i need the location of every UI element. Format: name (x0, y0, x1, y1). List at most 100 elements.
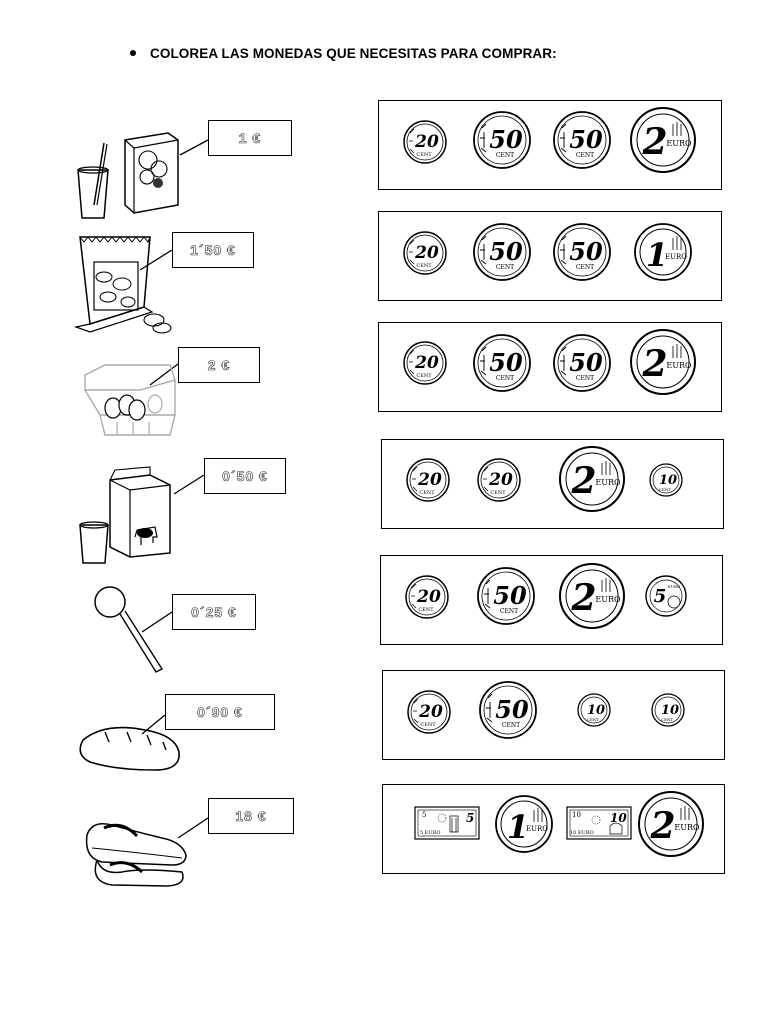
price-box-row-4: 0´50 € (204, 458, 286, 494)
price-box-row-7: 18 € (208, 798, 294, 834)
bread-loaf-picture (79, 726, 180, 771)
svg-text:10: 10 (661, 703, 679, 718)
svg-text:EURO: EURO (666, 361, 692, 370)
svg-text:50: 50 (489, 348, 523, 377)
svg-text:CENT: CENT (496, 375, 514, 382)
svg-text:10: 10 (587, 703, 605, 718)
coin-10-cent[interactable]: 10 CENT (648, 462, 684, 498)
lollipop-picture (94, 586, 164, 673)
price-box-row-5: 0´25 € (172, 594, 256, 630)
svg-text:EURO: EURO (668, 584, 681, 589)
chips-bag-picture (73, 236, 172, 334)
coin-10-cent[interactable]: 10 CENT (650, 692, 686, 728)
svg-text:50: 50 (569, 125, 603, 154)
coin-2-euro[interactable]: 2 EURO (558, 562, 626, 630)
coin-50-cent[interactable]: 50 CENT (552, 222, 612, 282)
svg-text:1: 1 (646, 236, 668, 274)
svg-text:2: 2 (649, 805, 675, 847)
svg-text:5 EURO: 5 EURO (420, 830, 441, 836)
svg-text:2: 2 (641, 121, 667, 163)
coin-2-euro[interactable]: 2 EURO (637, 790, 705, 858)
coin-20-cent[interactable]: 20 CENT (476, 457, 522, 503)
svg-text:CENT: CENT (576, 264, 594, 271)
shoes-picture (85, 823, 187, 887)
svg-text:50: 50 (489, 125, 523, 154)
svg-text:20: 20 (416, 587, 441, 607)
milk-carton-and-glass-picture (79, 466, 171, 564)
svg-text:CENT: CENT (661, 717, 673, 722)
price-box-row-3: 2 € (178, 347, 260, 383)
coin-50-cent[interactable]: 50 CENT (552, 110, 612, 170)
svg-text:EURO: EURO (595, 595, 621, 604)
svg-text:CENT: CENT (419, 490, 435, 496)
coin-2-euro[interactable]: 2 EURO (629, 328, 697, 396)
banknote-5-euro[interactable]: 5 5 5 EURO (414, 806, 480, 840)
juice-box-and-glass-picture (77, 132, 179, 219)
svg-text:20: 20 (414, 132, 439, 152)
svg-text:2: 2 (641, 343, 667, 385)
svg-text:50: 50 (489, 237, 523, 266)
coin-50-cent[interactable]: 50 CENT (478, 680, 538, 740)
svg-text:EURO: EURO (595, 478, 621, 487)
coin-1-euro[interactable]: 1 EURO (494, 794, 554, 854)
egg-carton-picture (84, 364, 176, 436)
svg-text:CENT: CENT (496, 152, 514, 159)
svg-text:CENT: CENT (420, 722, 436, 728)
coin-10-cent[interactable]: 10 CENT (576, 692, 612, 728)
svg-text:20: 20 (418, 702, 443, 722)
banknote-10-euro[interactable]: 10 10 10 EURO (566, 806, 632, 840)
svg-text:20: 20 (417, 470, 442, 490)
svg-text:10: 10 (610, 811, 627, 825)
svg-text:EURO: EURO (666, 139, 692, 148)
svg-text:5: 5 (422, 811, 426, 819)
coin-20-cent[interactable]: 20 CENT (405, 457, 451, 503)
svg-text:CENT: CENT (576, 375, 594, 382)
svg-text:20: 20 (488, 470, 513, 490)
coin-50-cent[interactable]: 50 CENT (552, 333, 612, 393)
svg-text:10: 10 (659, 473, 677, 488)
bullet-icon (130, 50, 136, 57)
price-box-row-6: 0´90 € (165, 694, 275, 730)
price-box-row-2: 1´50 € (172, 232, 254, 268)
svg-text:CENT: CENT (416, 373, 432, 379)
coin-5-cent[interactable]: 5 EURO (644, 574, 688, 618)
svg-text:50: 50 (569, 237, 603, 266)
svg-text:10 EURO: 10 EURO (570, 830, 594, 836)
coin-2-euro[interactable]: 2 EURO (629, 106, 697, 174)
instruction-heading: COLOREA LAS MONEDAS QUE NECESITAS PARA C… (130, 46, 557, 61)
svg-text:2: 2 (570, 577, 596, 619)
svg-text:CENT: CENT (416, 263, 432, 269)
svg-text:EURO: EURO (665, 253, 687, 261)
svg-text:CENT: CENT (418, 607, 434, 613)
instruction-text: COLOREA LAS MONEDAS QUE NECESITAS PARA C… (150, 46, 557, 61)
coin-50-cent[interactable]: 50 CENT (476, 566, 536, 626)
coin-20-cent[interactable]: 20 CENT (406, 689, 452, 735)
svg-text:CENT: CENT (500, 608, 518, 615)
svg-text:2: 2 (570, 460, 596, 502)
svg-text:EURO: EURO (526, 825, 548, 833)
coin-50-cent[interactable]: 50 CENT (472, 110, 532, 170)
svg-text:EURO: EURO (674, 823, 700, 832)
coin-20-cent[interactable]: 20 CENT (404, 574, 450, 620)
svg-text:CENT: CENT (587, 717, 599, 722)
svg-text:5: 5 (466, 811, 474, 825)
coin-1-euro[interactable]: 1 EURO (633, 222, 693, 282)
svg-text:50: 50 (495, 695, 529, 724)
svg-text:CENT: CENT (659, 487, 671, 492)
svg-text:CENT: CENT (576, 152, 594, 159)
price-box-row-1: 1 € (208, 120, 292, 156)
svg-text:20: 20 (414, 353, 439, 373)
cent-label: CENT (416, 152, 432, 158)
coin-20-cent[interactable]: 20 CENT (402, 230, 448, 276)
svg-text:CENT: CENT (496, 264, 514, 271)
svg-text:1: 1 (507, 808, 529, 846)
coin-20-cent[interactable]: 20 CENT (402, 340, 448, 386)
svg-text:CENT: CENT (502, 722, 520, 729)
coin-50-cent[interactable]: 50 CENT (472, 333, 532, 393)
svg-text:50: 50 (493, 581, 527, 610)
svg-text:10: 10 (572, 811, 581, 819)
coin-50-cent[interactable]: 50 CENT (472, 222, 532, 282)
coin-2-euro[interactable]: 2 EURO (558, 445, 626, 513)
coin-20-cent[interactable]: 20 CENT (402, 119, 448, 165)
svg-text:20: 20 (414, 243, 439, 263)
